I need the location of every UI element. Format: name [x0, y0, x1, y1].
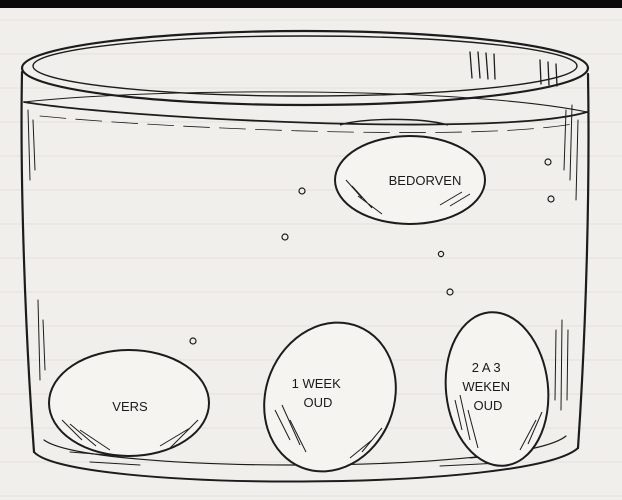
egg-two-three-weeks-label-line-1: 2 A 3: [472, 360, 501, 375]
egg-rotten-label: BEDORVEN: [389, 173, 462, 188]
water-line-back: [23, 91, 588, 113]
egg-one-week-label-line-1: 1 WEEK: [292, 376, 341, 391]
egg-rotten-shell: [334, 135, 486, 225]
egg-one-week: 1 WEEK OUD: [263, 321, 397, 473]
egg-fresh-label: VERS: [112, 399, 148, 414]
egg-two-three-weeks: 2 A 3 WEKEN OUD: [444, 311, 550, 467]
egg-two-three-weeks-label-line-3: OUD: [474, 398, 503, 413]
jar-rim-hatching: [469, 51, 558, 87]
egg-rotten-hatching: [345, 179, 471, 215]
egg-rotten: BEDORVEN: [334, 118, 486, 225]
bubble: [544, 158, 552, 166]
water-reflection: [39, 115, 573, 133]
jar-wall-left: [20, 70, 36, 454]
egg-fresh: VERS: [48, 349, 210, 457]
bubble: [437, 250, 445, 258]
bubble: [298, 187, 306, 195]
egg-rotten-waterline: [339, 118, 449, 126]
jar-wall-hatching-left: [27, 109, 46, 381]
egg-rotten-label-line-1: BEDORVEN: [389, 173, 462, 188]
egg-two-three-weeks-shell: [444, 311, 550, 467]
egg-one-week-hatching: [274, 404, 383, 459]
egg-fresh-shell: [48, 349, 210, 457]
egg-two-three-weeks-label: 2 A 3 WEKEN OUD: [462, 360, 513, 413]
egg-fresh-label-line-1: VERS: [112, 399, 148, 414]
bubble: [189, 337, 197, 345]
bubble: [446, 288, 454, 296]
jar-bottom-hatching: [69, 451, 521, 467]
jar-wall-right: [576, 72, 590, 450]
jar-rim-inner: [32, 35, 578, 97]
bubble: [547, 195, 555, 203]
bubble: [281, 233, 289, 241]
top-border: [0, 0, 622, 8]
egg-fresh-hatching: [61, 419, 199, 451]
egg-one-week-label-line-2: OUD: [304, 395, 333, 410]
jar-wall-hatching-right: [554, 104, 579, 411]
egg-two-three-weeks-label-line-2: WEKEN: [462, 379, 510, 394]
jar-bottom-outer: [33, 447, 579, 483]
water-surface: [23, 91, 588, 133]
egg-one-week-label: 1 WEEK OUD: [292, 376, 345, 410]
bubbles: [189, 158, 555, 345]
water-line-front: [23, 101, 588, 126]
egg-two-three-weeks-hatching: [454, 394, 543, 451]
jar-rim-outer: [20, 29, 590, 107]
